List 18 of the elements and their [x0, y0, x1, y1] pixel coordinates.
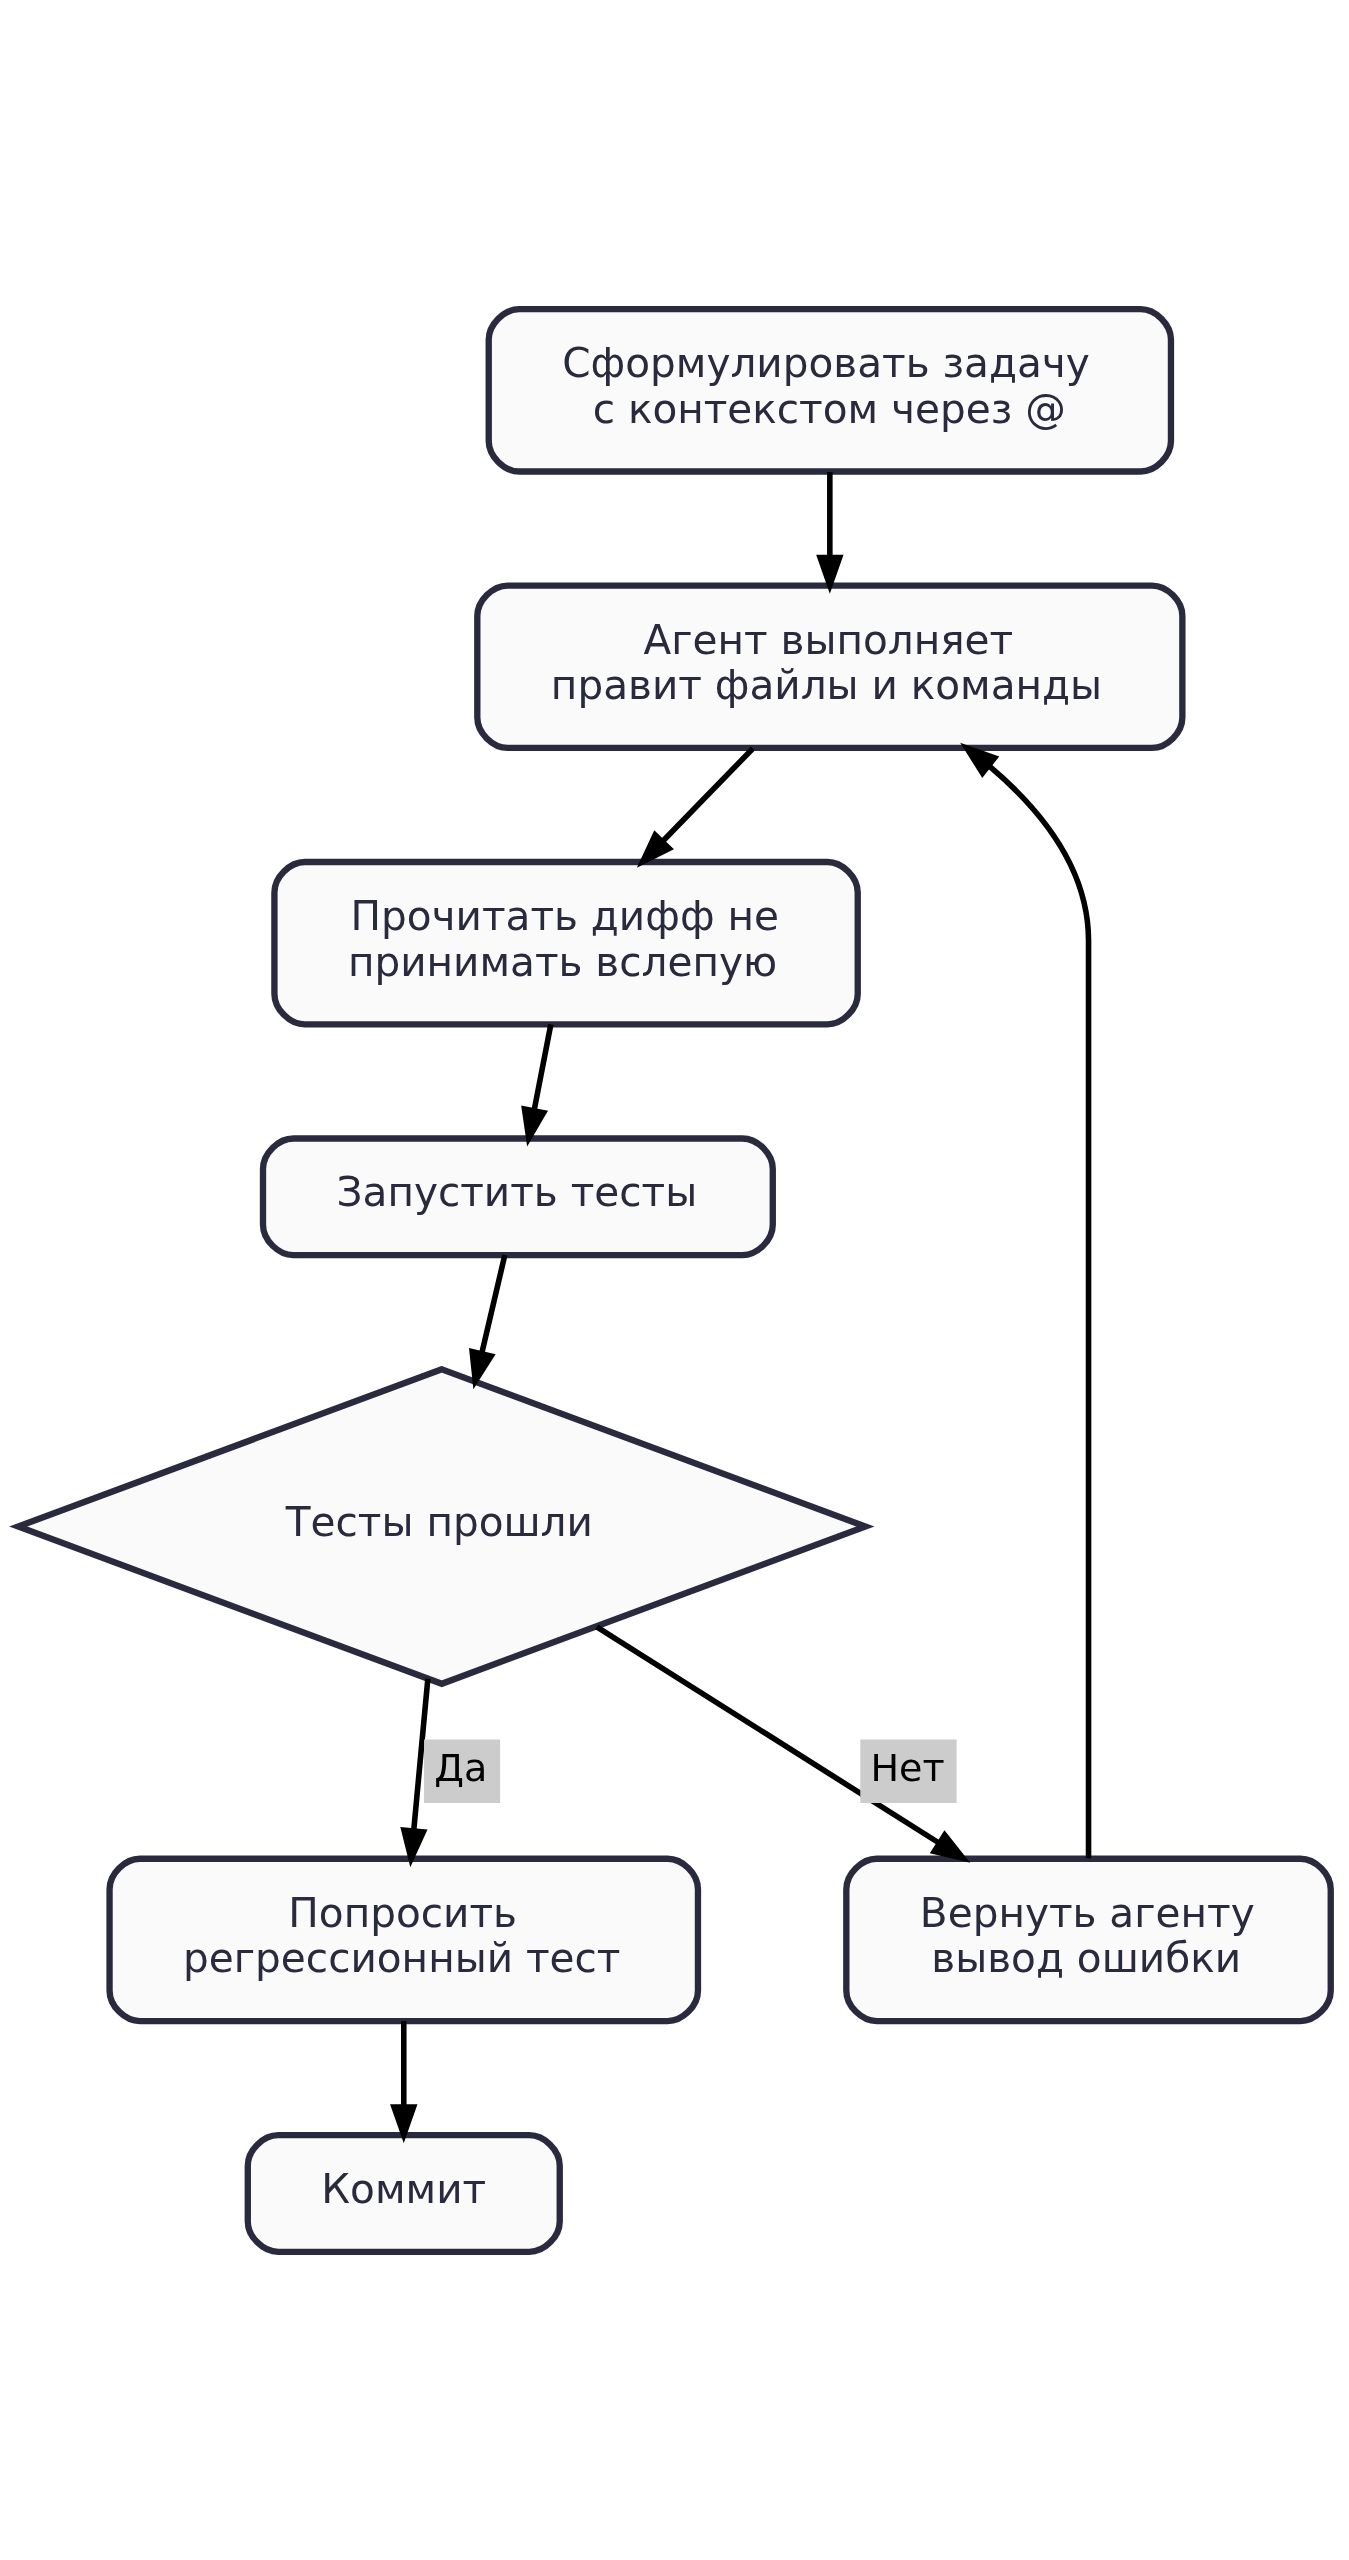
arrow: [960, 742, 1092, 1858]
arrow: [521, 1023, 554, 1146]
node-box: Запустить тесты: [259, 1134, 776, 1258]
arrow: [468, 1254, 508, 1389]
edge-label: Да: [434, 1745, 488, 1790]
node-box: Агент выполняет правит файлы и команды: [474, 581, 1186, 751]
edge-label: Нет: [870, 1745, 945, 1790]
arrow: [595, 1624, 971, 1863]
node-diamond: Тесты прошли: [9, 1365, 875, 1687]
arrow: [816, 471, 844, 594]
node-box: Попросить регрессионный тест: [106, 1855, 702, 2024]
node-box: Прочитать дифф не принимать вслепую: [271, 858, 861, 1027]
node-box: Вернуть агенту вывод ошибки: [843, 1855, 1334, 2024]
arrow: [390, 2020, 418, 2143]
node-box: Коммит: [244, 2131, 563, 2255]
arrow: [636, 746, 755, 868]
node-box: Сформулировать задачу с контекстом через @: [485, 305, 1175, 475]
arrow: [400, 1678, 431, 1867]
